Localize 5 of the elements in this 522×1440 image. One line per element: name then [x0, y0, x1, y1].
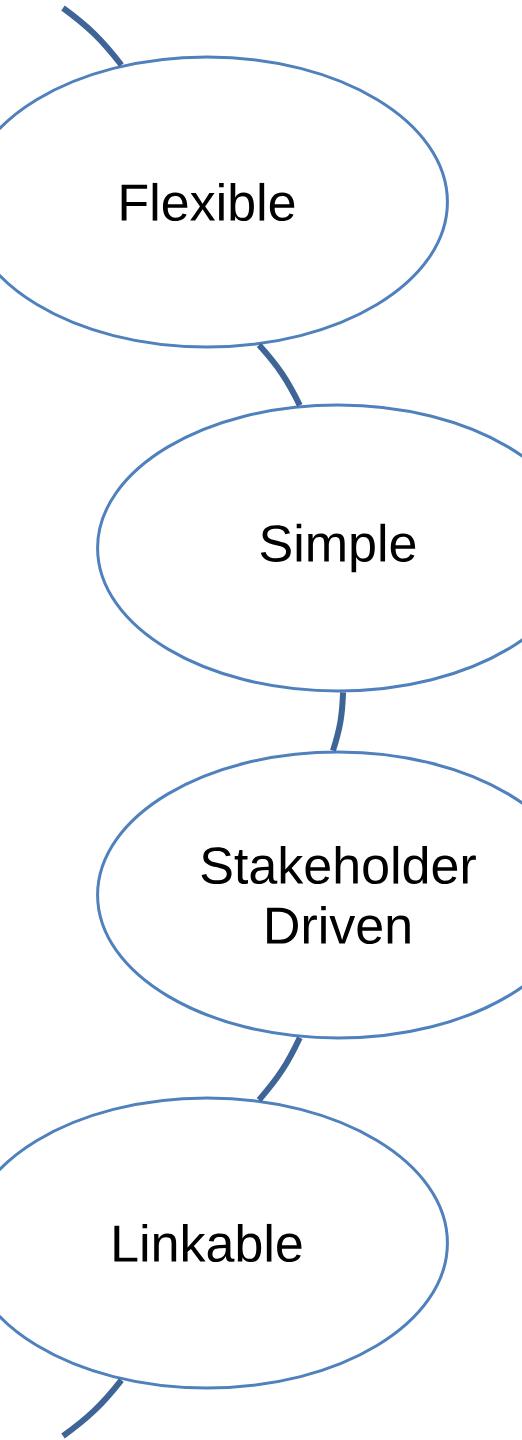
connector-line [61, 5, 124, 67]
connector-line [61, 1378, 124, 1439]
connector-line [256, 343, 303, 407]
connector-line [256, 1036, 303, 1102]
connector-line [330, 692, 347, 752]
